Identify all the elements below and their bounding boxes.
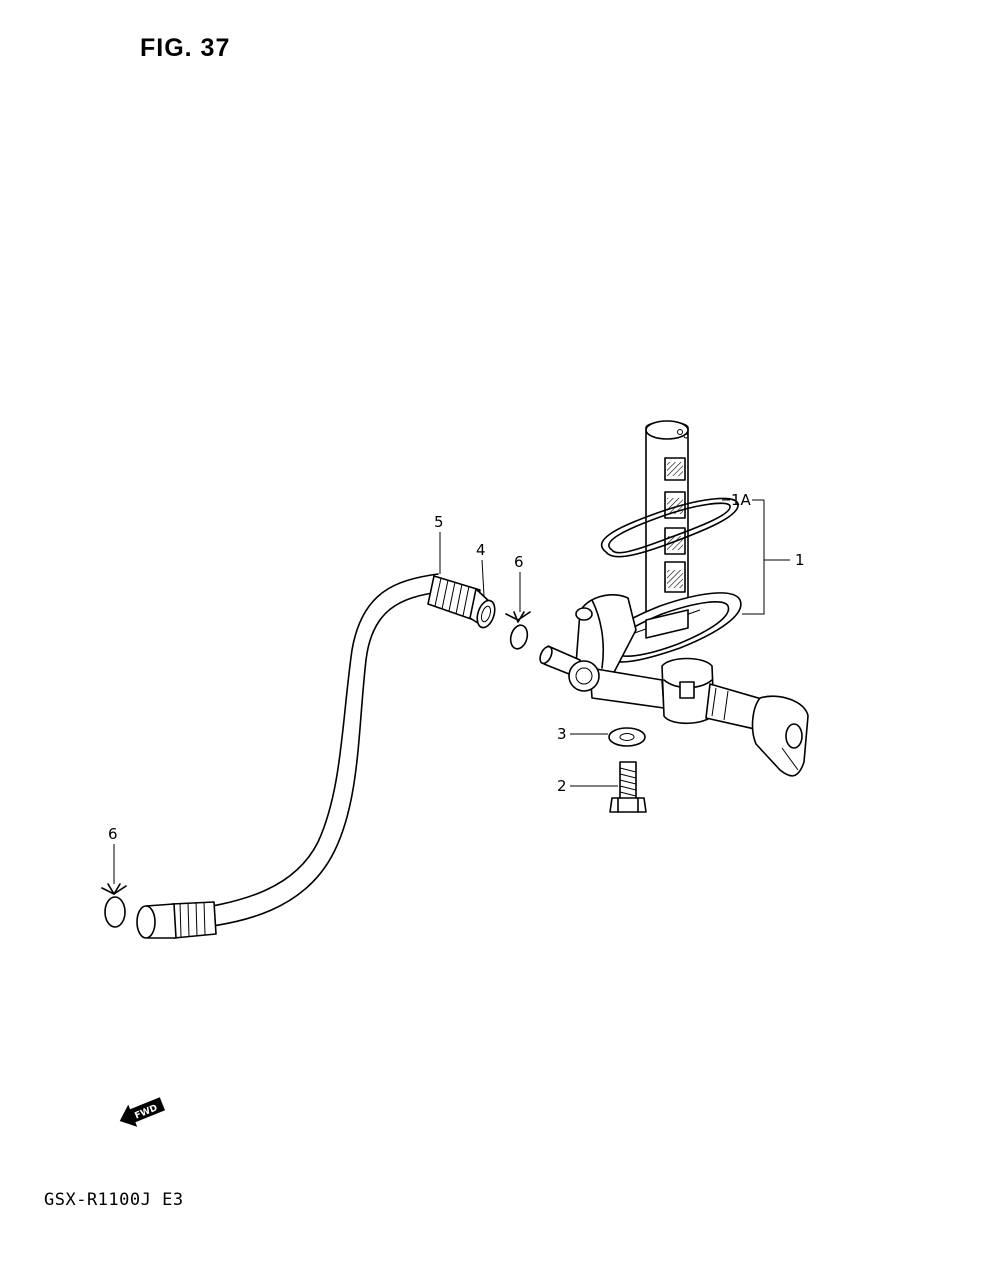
model-code: GSX-R1100J E3: [44, 1190, 184, 1210]
callout-4: 4: [476, 541, 486, 559]
fuel-cock-assembly: [645, 420, 689, 641]
callout-2: 2: [557, 777, 567, 795]
clip-bottom: [101, 883, 127, 928]
hose-lower-ribs: [136, 901, 217, 939]
fuel-hose: [171, 573, 441, 931]
callout-6-top: 6: [514, 553, 524, 571]
hose-fitting: [469, 588, 496, 629]
washer: [608, 727, 646, 747]
leader-lines: [113, 499, 790, 884]
callout-1a: 1A: [731, 491, 752, 509]
clip-top: [505, 611, 531, 650]
figure-title: FIG. 37: [140, 34, 231, 62]
fuel-cock-body: [539, 592, 809, 777]
callout-3: 3: [557, 725, 567, 743]
callout-6-bottom: 6: [108, 825, 118, 843]
fwd-label: FWD: [133, 1103, 159, 1121]
bolt: [609, 761, 647, 813]
callout-5: 5: [434, 513, 444, 531]
callout-1: 1: [795, 551, 805, 569]
o-ring: [600, 497, 739, 558]
fwd-arrow-icon: FWD: [119, 1097, 166, 1127]
